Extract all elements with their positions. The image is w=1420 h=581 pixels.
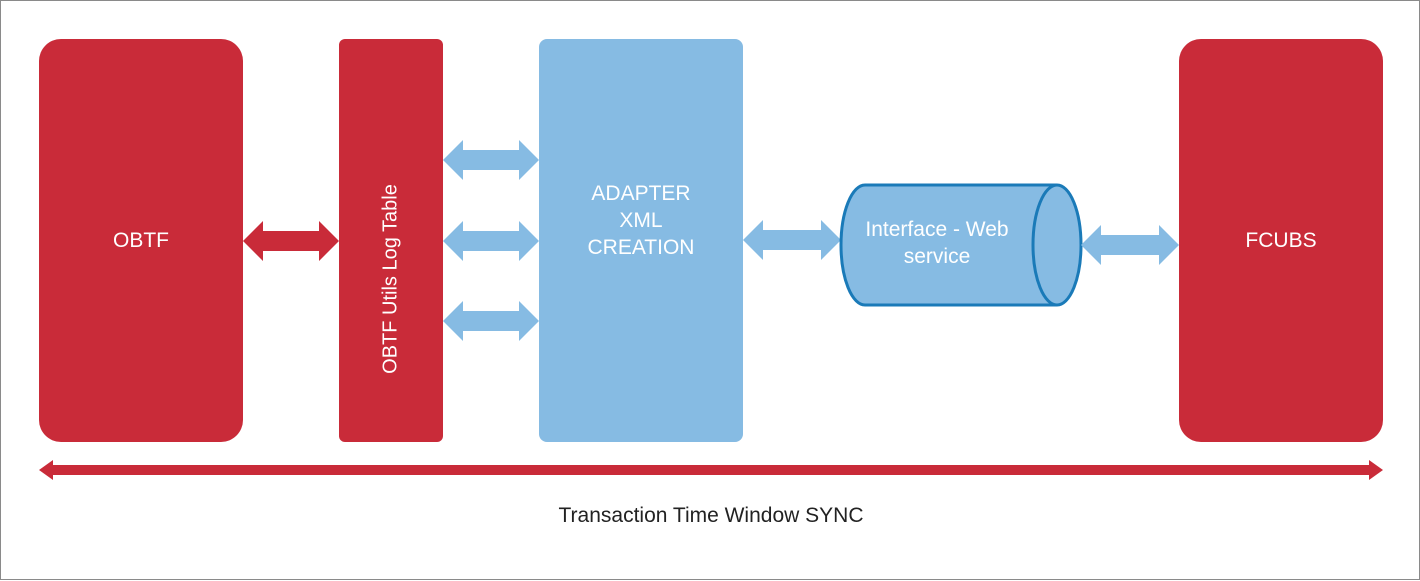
- transaction-window-arrow: [39, 460, 1383, 480]
- arrow-logtable-adapter-1: [443, 140, 539, 180]
- adapter-label-line-3: CREATION: [587, 236, 695, 259]
- arrow-logtable-adapter-2: [443, 221, 539, 261]
- interface-label-line-1: Interface - Web: [865, 218, 1008, 241]
- arrow-interface-fcubs: [1081, 225, 1179, 265]
- arrow-logtable-adapter-3: [443, 301, 539, 341]
- obtf-box: OBTF: [39, 39, 243, 442]
- interface-web-service-cylinder: Interface - Web service: [839, 183, 1083, 307]
- obtf-label: OBTF: [113, 229, 169, 252]
- transaction-time-window-label: Transaction Time Window SYNC: [558, 504, 864, 527]
- fcubs-label: FCUBS: [1245, 229, 1317, 252]
- interface-label-line-2: service: [904, 245, 971, 268]
- fcubs-box: FCUBS: [1179, 39, 1383, 442]
- cylinder-front-arc: [1031, 183, 1058, 307]
- adapter-label-line-2: XML: [619, 209, 663, 232]
- arrow-obtf-logtable: [243, 221, 339, 261]
- adapter-xml-creation-box: ADAPTER XML CREATION: [539, 39, 743, 442]
- adapter-label-line-1: ADAPTER: [591, 182, 691, 205]
- arrow-adapter-interface: [743, 220, 841, 260]
- obtf-utils-log-table-box: OBTF Utils Log Table: [339, 39, 443, 442]
